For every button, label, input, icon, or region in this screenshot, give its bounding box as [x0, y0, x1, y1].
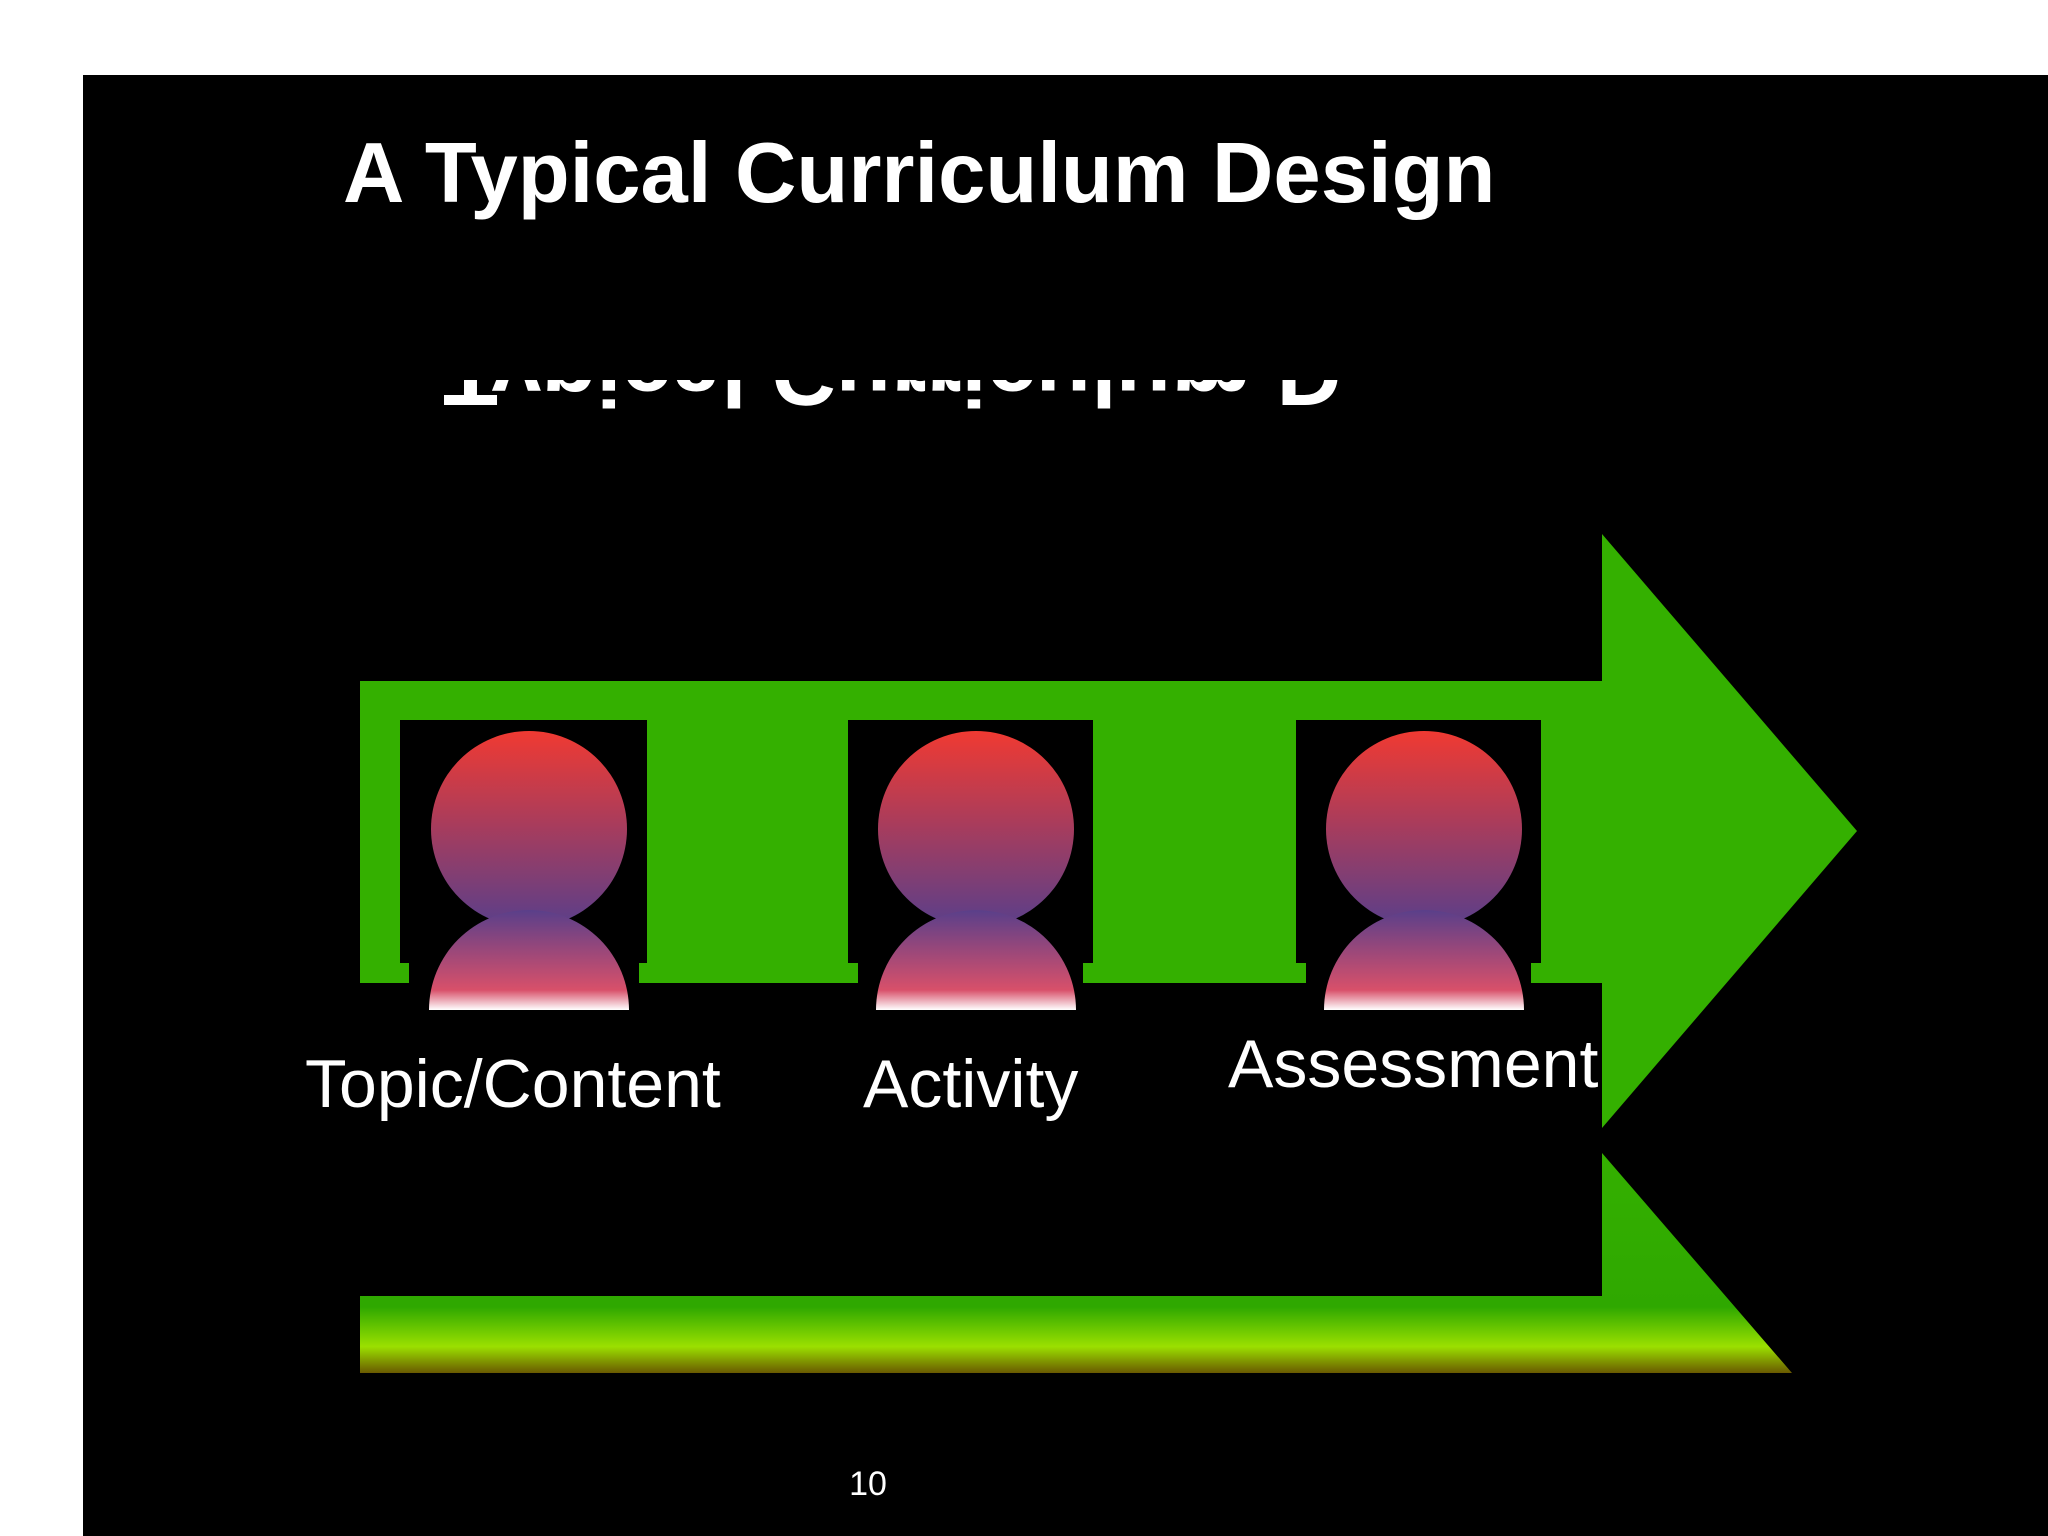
slide-title: A Typical Curriculum Design: [343, 126, 1496, 221]
stage-label-activity: Activity: [863, 1046, 1079, 1122]
person-head-icon: [878, 731, 1074, 927]
stage-activity-icon: [848, 720, 1093, 1010]
lower-arrow-shape: [360, 1153, 1792, 1373]
stage-topic-content-icon: [400, 720, 647, 1010]
slide: A Typical Curriculum Design Typical Curr…: [83, 75, 2048, 1536]
person-head-icon: [1326, 731, 1522, 927]
person-head-icon: [431, 731, 627, 927]
person-body-icon: [876, 910, 1076, 1010]
page-number: 10: [849, 1465, 887, 1503]
stage-label-assessment: Assessment: [1228, 1026, 1599, 1102]
person-body-icon: [429, 910, 629, 1010]
person-body-icon: [1324, 910, 1524, 1010]
stage-label-topic-content: Topic/Content: [305, 1046, 721, 1122]
curriculum-diagram: [360, 534, 1857, 1373]
stage-assessment-icon: [1296, 720, 1541, 1010]
